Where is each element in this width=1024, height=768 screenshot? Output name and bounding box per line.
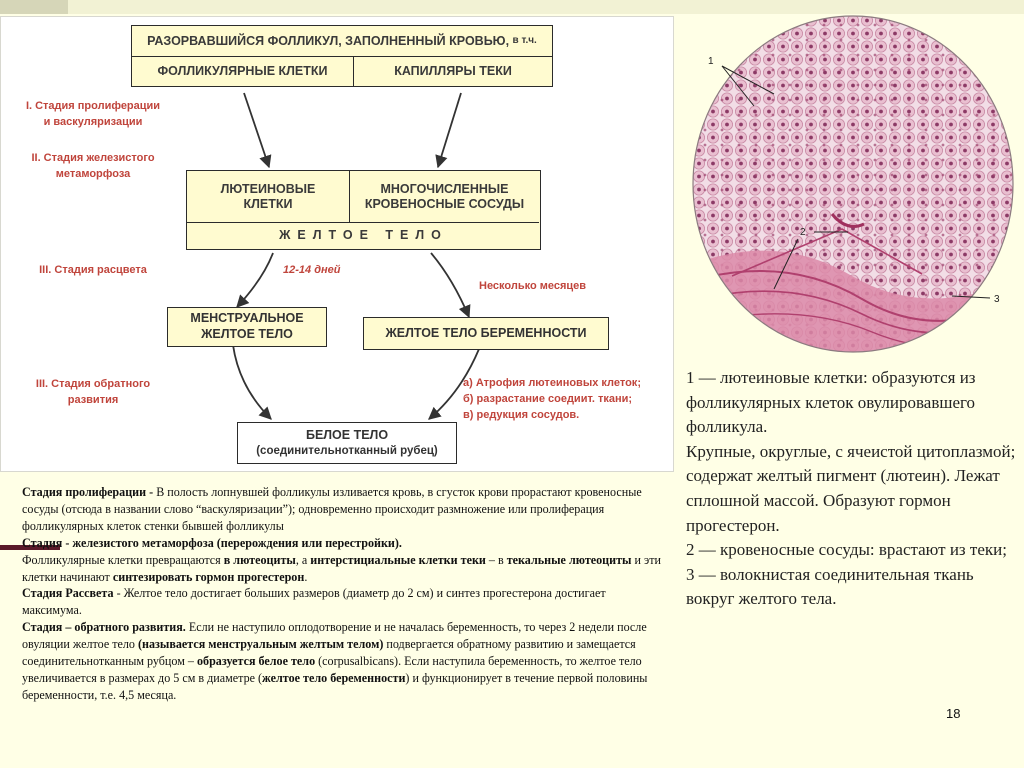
paragraph-luteocytes: Фолликулярные клетки превращаются в люте… (22, 552, 662, 586)
paragraph-proliferation: Стадия пролиферации - В полость лопнувше… (22, 484, 662, 535)
arrow-top-left (244, 93, 269, 167)
months-label: Несколько месяцев (479, 279, 586, 295)
stage-proliferation-label: I. Стадия пролиферации и васкуляризации (13, 99, 173, 131)
days-label: 12-14 дней (283, 263, 340, 279)
stage-glandular-label: II. Стадия железистого метаморфоза (13, 151, 173, 183)
ruptured-follicle-box: РАЗОРВАВШИЙСЯ ФОЛЛИКУЛ, ЗАПОЛНЕННЫЙ КРОВ… (131, 25, 553, 87)
white-body-box: БЕЛОЕ ТЕЛО (соединительнотканный рубец) (237, 422, 457, 464)
follicular-cells-cell: ФОЛЛИКУЛЯРНЫЕ КЛЕТКИ (132, 57, 354, 86)
arrow-menstrual-to-white (233, 345, 271, 419)
pregnancy-corpus-luteum-box: ЖЕЛТОЕ ТЕЛО БЕРЕМЕННОСТИ (363, 317, 609, 350)
description-text: Стадия пролиферации - В полость лопнувше… (22, 484, 662, 734)
stage-flourishing-label: III. Стадия расцвета (13, 263, 173, 279)
micro-label-3: 3 (994, 294, 1000, 305)
ruptured-follicle-title: РАЗОРВАВШИЙСЯ ФОЛЛИКУЛ, ЗАПОЛНЕННЫЙ КРОВ… (132, 26, 552, 57)
micro-label-1: 1 (708, 56, 714, 67)
micro-label-2: 2 (800, 227, 806, 238)
corpus-luteum-label: ЖЕЛТОЕ ТЕЛО (187, 223, 540, 248)
legend-item-connective: 3 — волокнистая соединительная ткань вок… (686, 563, 1022, 612)
slide-number: 18 (946, 706, 960, 721)
micrograph-legend: 1 — лютеиновые клетки: образуются из фол… (686, 366, 1022, 612)
arrow-to-menstrual (237, 253, 273, 307)
paragraph-flourishing: Стадия Рассвета - Желтое тело достигает … (22, 585, 662, 619)
paragraph-glandular: Стадия - железистого метаморфоза (переро… (22, 535, 662, 552)
stage-regression-label: III. Стадия обратного развития (13, 377, 173, 409)
arrow-to-pregnancy (431, 253, 469, 317)
blood-vessels-cell: МНОГОЧИСЛЕННЫЕ КРОВЕНОСНЫЕ СОСУДЫ (350, 171, 539, 223)
corpus-luteum-box: ЛЮТЕИНОВЫЕ КЛЕТКИ МНОГОЧИСЛЕННЫЕ КРОВЕНО… (186, 170, 541, 250)
lutein-cells-cell: ЛЮТЕИНОВЫЕ КЛЕТКИ (187, 171, 350, 223)
top-strip (0, 0, 1024, 14)
corpus-luteum-micrograph: 1 2 3 (692, 14, 1018, 354)
arrow-top-right (438, 93, 461, 167)
atrophy-notes: а) Атрофия лютеиновых клеток; б) разраст… (463, 376, 641, 424)
menstrual-corpus-luteum-box: МЕНСТРУАЛЬНОЕ ЖЕЛТОЕ ТЕЛО (167, 307, 327, 347)
legend-item-vessels: 2 — кровеносные сосуды: врастают из теки… (686, 538, 1022, 563)
legend-item-lutein-desc: Крупные, округлые, с ячеистой цитоплазмо… (686, 440, 1022, 538)
diagram-panel: РАЗОРВАВШИЙСЯ ФОЛЛИКУЛ, ЗАПОЛНЕННЫЙ КРОВ… (0, 16, 674, 472)
theca-capillaries-cell: КАПИЛЛЯРЫ ТЕКИ (354, 57, 552, 86)
top-strip-accent (0, 0, 68, 14)
paragraph-regression: Стадия – обратного развития. Если не нас… (22, 619, 662, 704)
legend-item-lutein: 1 — лютеиновые клетки: образуются из фол… (686, 366, 1022, 440)
